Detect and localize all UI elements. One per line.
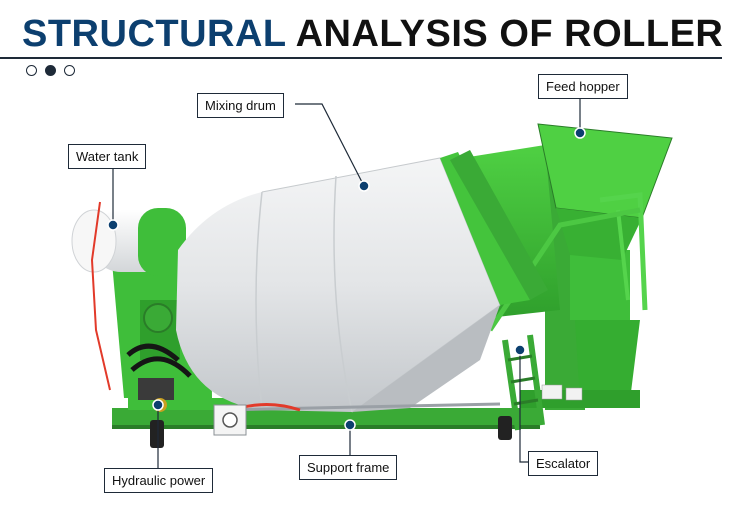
label-feed-hopper: Feed hopper [538, 74, 628, 99]
support-frame-dot [344, 419, 356, 431]
label-hydraulic-power: Hydraulic power [104, 468, 214, 493]
title-highlight: STRUCTURAL [22, 13, 286, 55]
carousel-dot-2[interactable] [45, 65, 56, 76]
hydraulic-power-dot [152, 399, 164, 411]
frame-pipe [219, 402, 501, 412]
title-rest: ANALYSIS OF ROLLER [295, 13, 724, 55]
feed-hopper-dot [574, 127, 586, 139]
rear-foot [498, 416, 512, 440]
carousel-dot-3[interactable] [64, 65, 75, 76]
water-tank-dot [107, 219, 119, 231]
label-mixing-drum: Mixing drum [197, 93, 284, 118]
label-support-frame: Support frame [299, 455, 398, 480]
escalator-dot [514, 344, 526, 356]
hydraulic-housing [112, 250, 212, 412]
carousel-indicator [26, 65, 75, 76]
title-underline [0, 57, 722, 59]
label-escalator: Escalator [528, 451, 599, 476]
mixing-drum-part [176, 150, 548, 413]
pressure-gauge [222, 412, 238, 428]
mixing-drum-leader [295, 103, 365, 187]
mixing-drum-dot [358, 180, 370, 192]
label-water-tank: Water tank [68, 144, 147, 169]
page-title: STRUCTURAL ANALYSIS OF ROLLER [22, 12, 723, 56]
carousel-dot-1[interactable] [26, 65, 37, 76]
escalator-leader [519, 350, 528, 463]
front-foot [150, 420, 164, 448]
